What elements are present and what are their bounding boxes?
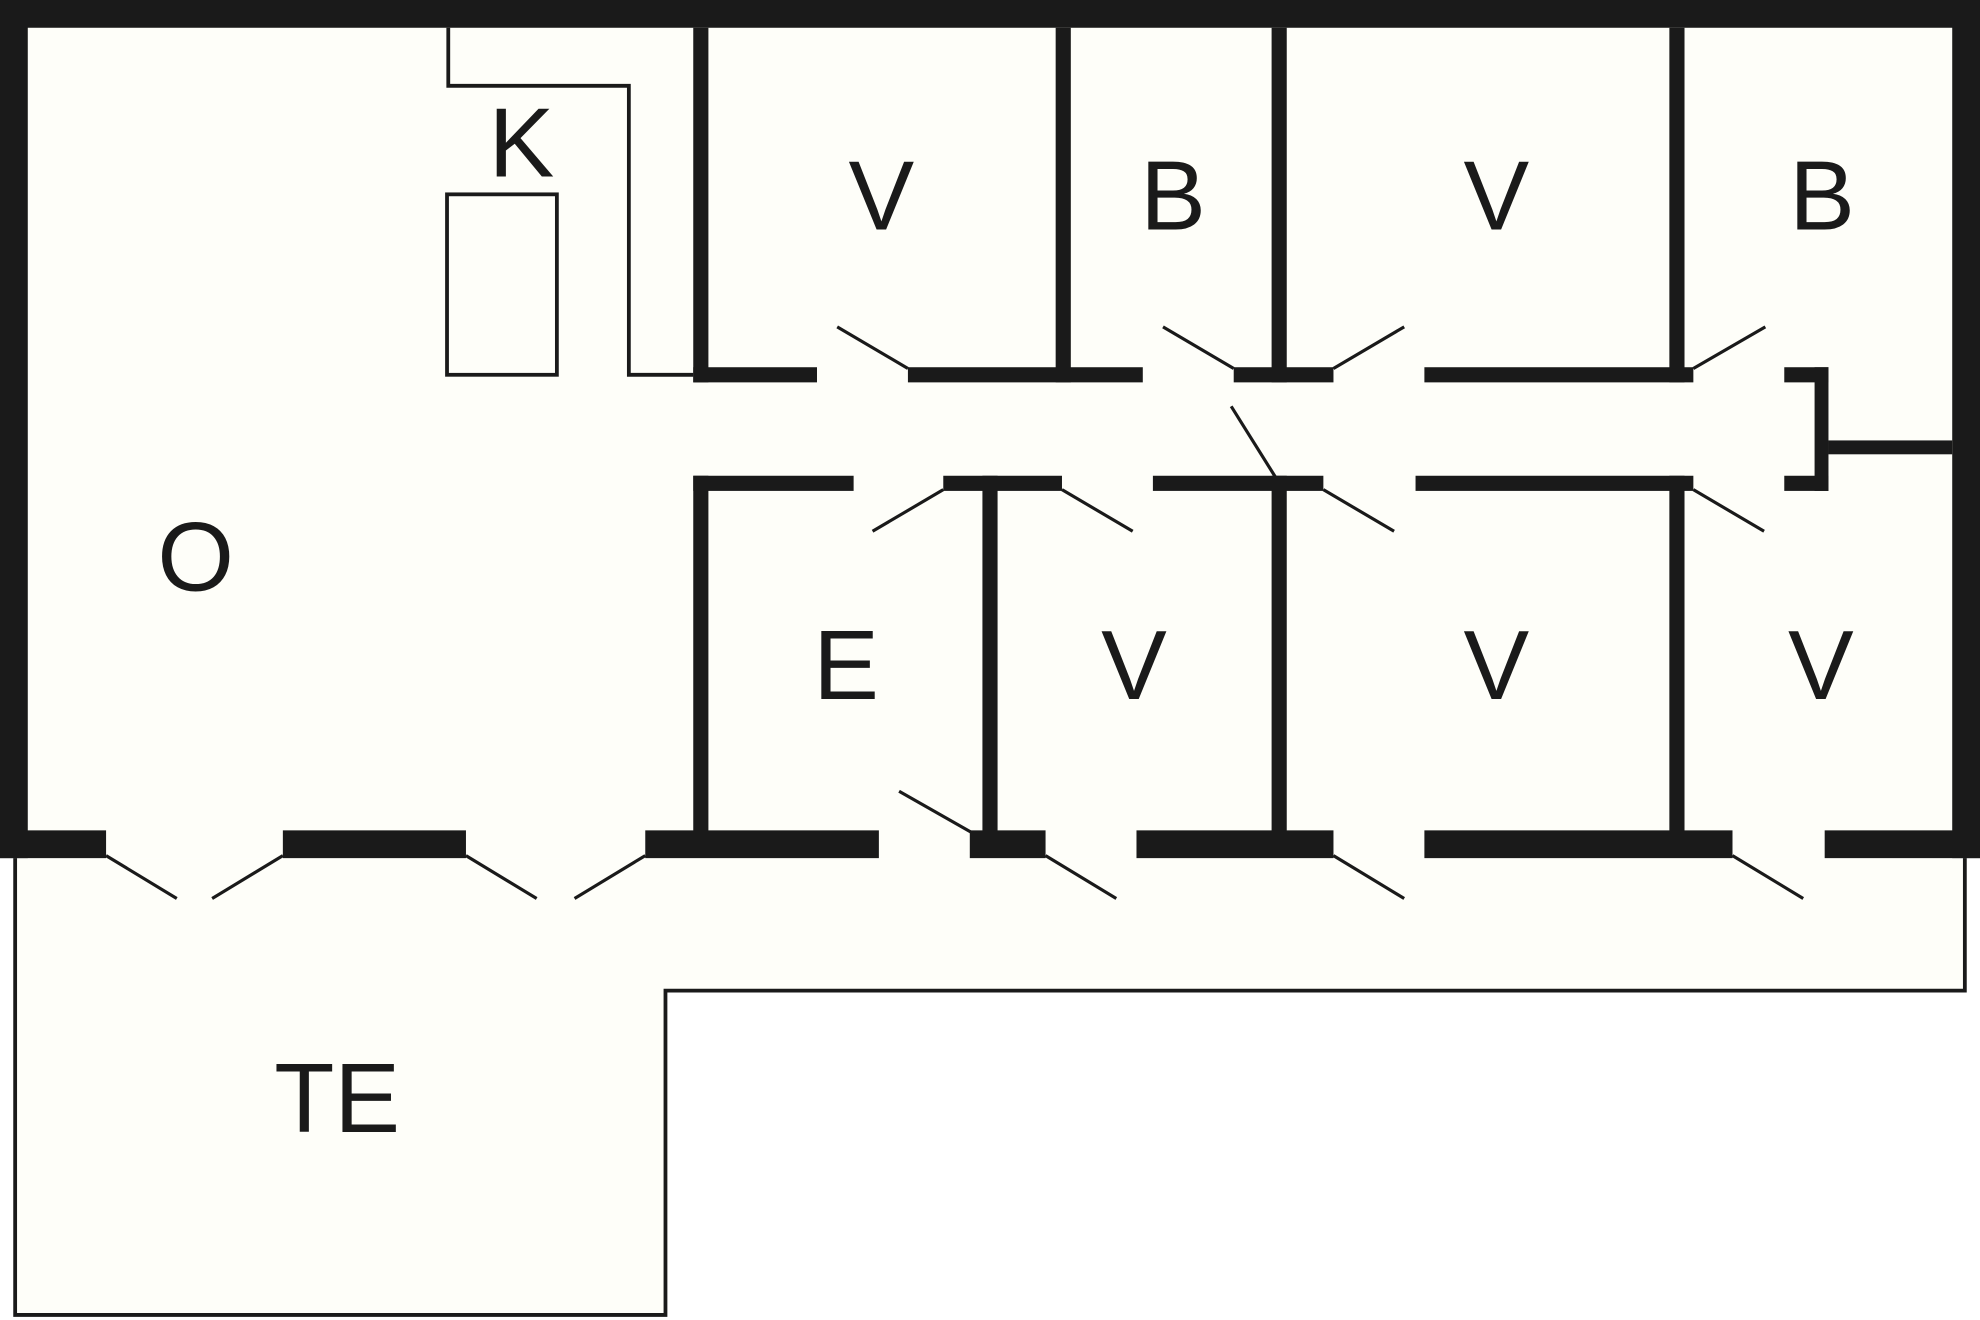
room-label-terrace: TE	[274, 1043, 400, 1153]
room-labels: K V B V B O E V V V TE	[157, 88, 1855, 1153]
door-swing	[871, 488, 945, 533]
door-swing	[1162, 325, 1235, 370]
door-swing	[1332, 854, 1406, 900]
door-swing	[1061, 488, 1134, 533]
door-swing	[465, 854, 538, 900]
door-swing	[573, 854, 647, 900]
door-swing	[1322, 488, 1395, 533]
door-swing	[1731, 854, 1805, 900]
kitchen-island	[445, 192, 559, 377]
room-label-bedroom: V	[1788, 610, 1854, 720]
room-label-bedroom: V	[1464, 141, 1530, 251]
walls	[0, 0, 1980, 859]
room-label-bathroom: B	[1140, 141, 1206, 251]
door-swing	[1332, 325, 1405, 370]
room-label-bedroom: V	[1464, 610, 1530, 720]
door-swing	[836, 325, 909, 370]
door-swings	[105, 325, 1805, 900]
door-swing	[1044, 854, 1118, 900]
room-label-living: O	[157, 502, 234, 612]
door-swing	[1229, 405, 1277, 478]
door-swing	[105, 854, 178, 900]
kitchen-counter-outline	[446, 27, 694, 377]
room-label-bedroom: V	[849, 141, 915, 251]
room-label-bathroom: B	[1789, 141, 1855, 251]
room-label-bedroom: V	[1101, 610, 1167, 720]
room-label-kitchen: K	[489, 88, 555, 198]
terrace-floor	[15, 858, 1965, 1315]
door-swing	[898, 789, 974, 835]
terrace-outline	[13, 858, 1967, 1317]
door-swing	[1692, 488, 1765, 533]
door-swing	[211, 854, 284, 900]
room-label-entrance: E	[813, 610, 879, 720]
door-swing	[1692, 325, 1767, 370]
